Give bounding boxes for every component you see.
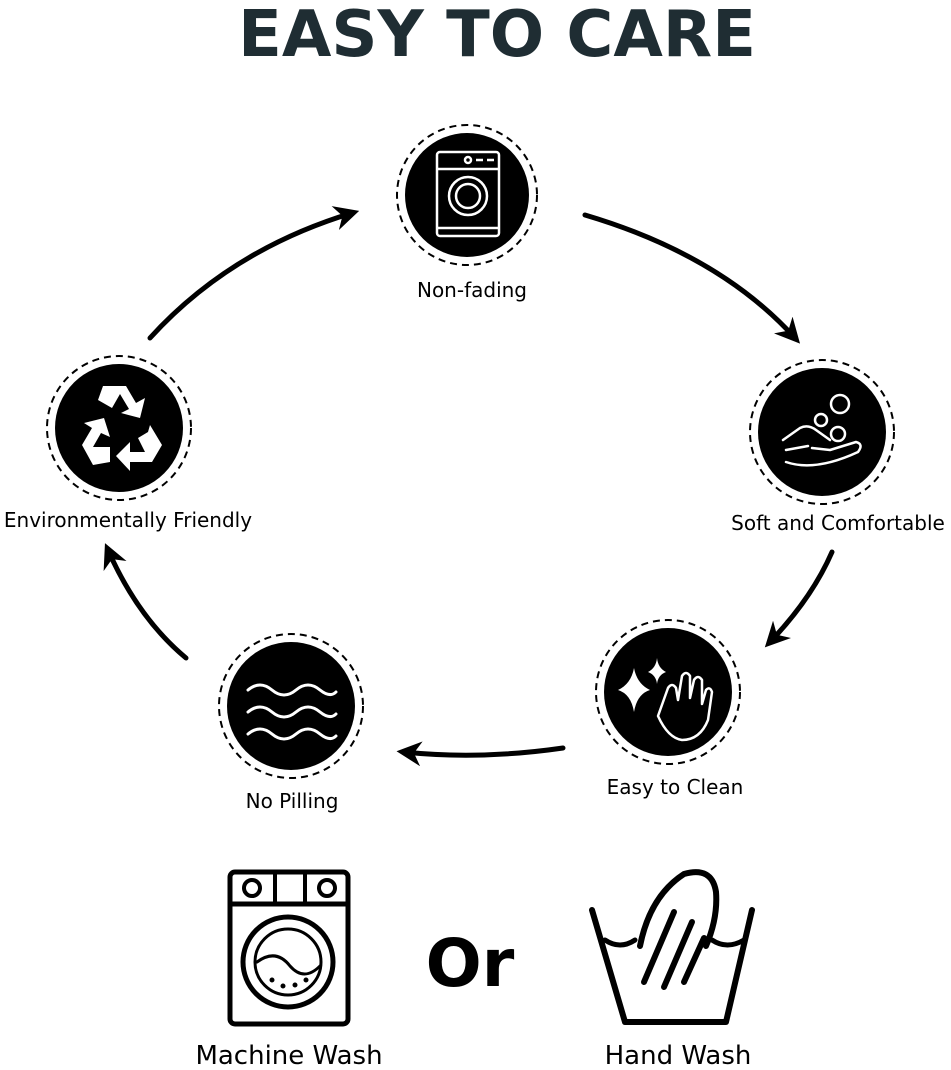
care-node-no-pilling: No Pilling (218, 633, 364, 813)
care-node-environmentally-friendly: Environmentally Friendly (4, 355, 252, 532)
hand-wash-basin-icon (589, 869, 755, 1025)
waves-icon (246, 683, 338, 741)
hand-wash-label: Hand Wash (605, 1041, 752, 1070)
care-label: Soft and Comfortable (731, 511, 945, 535)
care-node-soft-and-comfortable: Soft and Comfortable (731, 359, 945, 535)
arrow-left (103, 543, 189, 661)
hand-bubbles-icon (781, 393, 862, 467)
care-node-easy-to-clean: Easy to Clean (595, 619, 744, 799)
arrow-top-right (582, 212, 801, 344)
care-label: No Pilling (246, 789, 339, 813)
arrow-right (764, 549, 835, 648)
machine-wash-label: Machine Wash (195, 1041, 382, 1070)
machine-wash-option: Machine Wash (195, 869, 383, 1070)
hand-wash-option: Hand Wash (589, 869, 755, 1070)
arrow-top-left (147, 206, 360, 341)
or-text: Or (426, 925, 515, 1002)
care-label: Environmentally Friendly (4, 508, 252, 532)
page-title: EASY TO CARE (238, 0, 756, 72)
care-label: Easy to Clean (607, 775, 744, 799)
care-node-non-fading: Non-fading (396, 124, 538, 302)
washing-machine-icon (227, 869, 351, 1027)
cycle-arrows (103, 206, 835, 767)
washing-machine-icon (435, 150, 501, 238)
care-label: Non-fading (417, 278, 527, 302)
arrow-bottom (396, 741, 566, 767)
recycle-icon (82, 386, 162, 471)
sparkle-hand-icon (618, 658, 714, 742)
